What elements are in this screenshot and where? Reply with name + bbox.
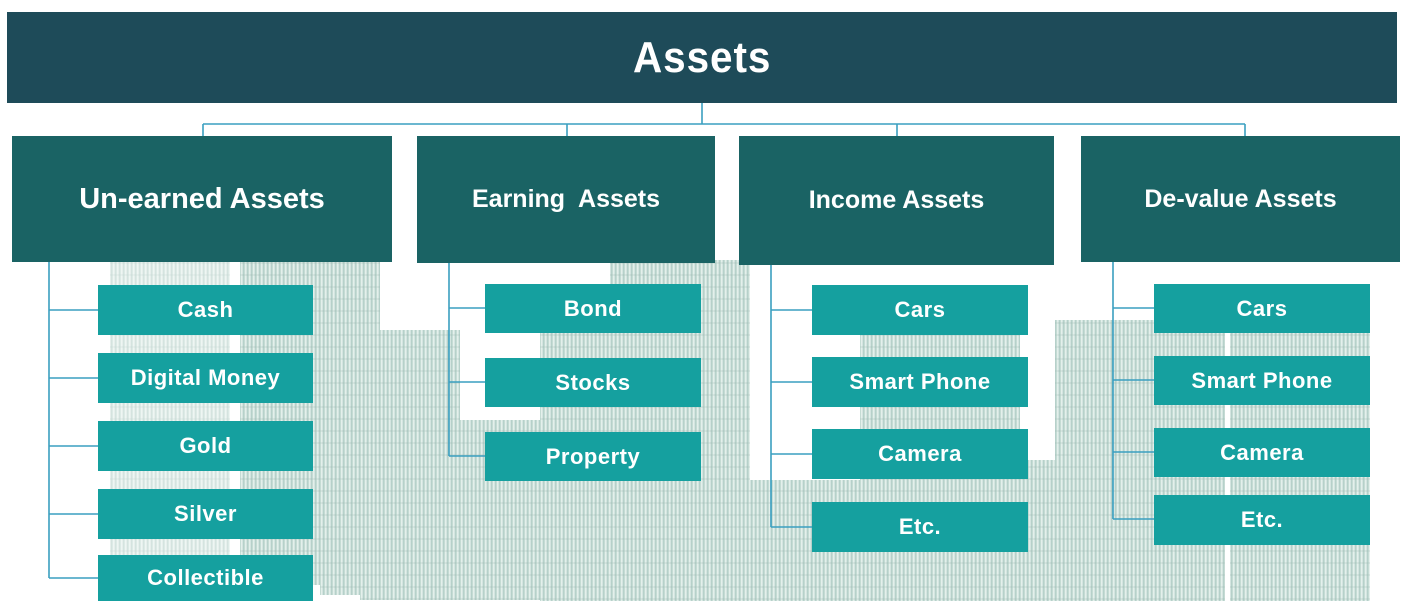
item-label: Camera (1220, 439, 1304, 465)
item-label: Cash (177, 297, 234, 322)
item-smart-phone: Smart Phone (1154, 356, 1370, 405)
item-label: Etc. (1240, 507, 1284, 532)
item-camera: Camera (812, 429, 1028, 479)
item-label: Digital Money (130, 365, 281, 390)
title-banner: Assets (7, 12, 1397, 103)
item-digital-money: Digital Money (98, 353, 313, 403)
item-label: Silver (174, 501, 237, 526)
category-label: Un-earned Assets (79, 182, 325, 215)
item-camera: Camera (1154, 428, 1370, 477)
item-label: Cars (894, 297, 946, 322)
item-cash: Cash (98, 285, 313, 335)
category-label: De-value Assets (1144, 184, 1337, 213)
item-silver: Silver (98, 489, 313, 539)
item-etc: Etc. (812, 502, 1028, 552)
category-income-assets: Income Assets (739, 136, 1054, 265)
diagram-title: Assets (632, 32, 772, 82)
item-gold: Gold (98, 421, 313, 471)
item-stocks: Stocks (485, 358, 701, 407)
category-label: Earning Assets (471, 185, 661, 213)
item-smart-phone: Smart Phone (812, 357, 1028, 407)
item-label: Stocks (555, 369, 631, 395)
category-label: Income Assets (808, 186, 985, 214)
item-etc: Etc. (1154, 495, 1370, 545)
item-label: Bond (563, 295, 623, 321)
item-collectible: Collectible (98, 555, 313, 601)
item-label: Smart Phone (1191, 367, 1333, 393)
item-bond: Bond (485, 284, 701, 333)
category-unearned-assets: Un-earned Assets (12, 136, 392, 262)
item-label: Collectible (147, 565, 264, 590)
category-devalue-assets: De-value Assets (1081, 136, 1400, 262)
item-label: Camera (878, 441, 962, 466)
item-label: Gold (179, 433, 232, 458)
item-label: Etc. (898, 514, 942, 539)
item-label: Smart Phone (849, 369, 991, 394)
item-label: Property (545, 443, 641, 469)
category-earning-assets: Earning Assets (417, 136, 715, 263)
item-cars: Cars (1154, 284, 1370, 333)
item-property: Property (485, 432, 701, 481)
item-label: Cars (1236, 295, 1288, 321)
item-cars: Cars (812, 285, 1028, 335)
